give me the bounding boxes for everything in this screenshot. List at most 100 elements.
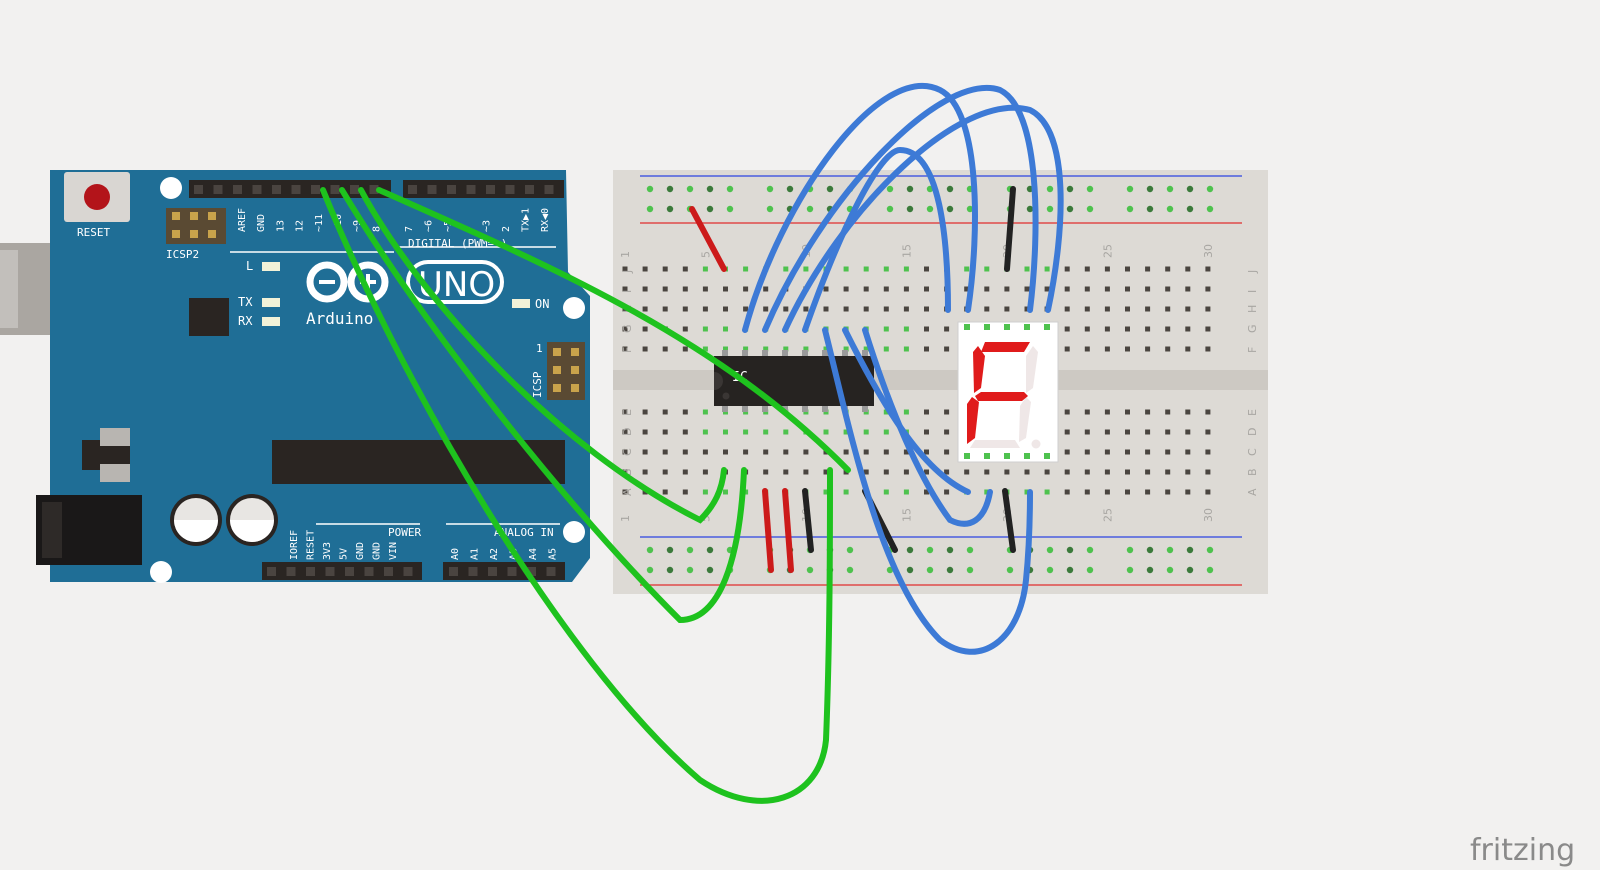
power-header (262, 562, 422, 580)
digital-pin-label: TX▶1 (520, 208, 531, 232)
capacitor (170, 494, 222, 546)
digital-pin-label: 8 (371, 226, 382, 232)
row-letter: H (1246, 305, 1259, 313)
row-letter: J (621, 270, 634, 274)
seven-segment-display: F (957, 321, 1059, 463)
power-label: POWER (388, 526, 421, 539)
segment-a (981, 342, 1030, 352)
icsp2-label: ICSP2 (166, 248, 199, 261)
black-jumper[interactable] (802, 488, 814, 553)
row-letter: C (1246, 448, 1259, 456)
row-letter: G (621, 324, 634, 333)
green-wire[interactable] (358, 187, 727, 524)
digital-pin-label: AREF (237, 208, 248, 232)
blue-wire[interactable] (822, 327, 1033, 655)
row-letter: F (1246, 347, 1259, 353)
atmega-chip (272, 440, 565, 484)
arduino-brand-text: Arduino (306, 309, 373, 328)
blue-wire[interactable] (742, 82, 978, 333)
icsp-header (547, 342, 585, 400)
led-rx-label: RX (238, 314, 253, 328)
reset-button-cap[interactable] (84, 184, 110, 210)
digital-pin-label: 13 (275, 220, 286, 232)
row-letter: E (1246, 409, 1259, 416)
column-number: 25 (1101, 508, 1114, 522)
reset-label: RESET (77, 226, 110, 239)
green-wire[interactable] (376, 187, 851, 473)
power-pin-label: RESET (306, 530, 317, 560)
short-jumpers (689, 186, 1016, 573)
power-pin-label: 3V3 (322, 542, 333, 560)
usb-connector-face (0, 250, 18, 328)
segment-f (973, 346, 985, 393)
column-number: 15 (900, 508, 913, 522)
digital-pin-label: GND (256, 214, 267, 232)
mounting-hole (563, 521, 585, 543)
analog-pin-label: A0 (450, 548, 461, 560)
column-number: 1 (619, 515, 632, 522)
capacitor (226, 494, 278, 546)
column-number: 1 (619, 251, 632, 258)
led-l-label: L (246, 259, 253, 273)
blue-wire[interactable] (762, 85, 1039, 333)
blue-wires (742, 82, 1064, 655)
analog-pin-label: A2 (489, 548, 500, 560)
digital-header-right (403, 180, 564, 198)
display-segments (967, 342, 1041, 449)
row-letter: J (1246, 270, 1259, 274)
column-number: 5 (699, 251, 712, 258)
led-tx-label: TX (238, 295, 253, 309)
red-jumper[interactable] (689, 206, 727, 272)
led-l (262, 262, 280, 271)
digital-pin-label: ~9 (352, 220, 363, 232)
column-number: 30 (1202, 244, 1215, 258)
icsp-pin1-label: 1 (536, 342, 543, 355)
green-wire[interactable] (339, 187, 747, 624)
column-number: 25 (1101, 244, 1114, 258)
column-number: 30 (1202, 508, 1215, 522)
green-wire[interactable] (320, 187, 833, 804)
power-pin-label: 5V (339, 548, 350, 560)
column-number: 15 (900, 244, 913, 258)
arduino-logo-icon (306, 261, 389, 303)
digital-pin-label: 7 (404, 226, 415, 232)
red-jumper[interactable] (782, 488, 794, 573)
digital-pin-label: 2 (501, 226, 512, 232)
segment-d (970, 440, 1020, 448)
usb-controller-chip (189, 298, 229, 336)
blue-wire[interactable] (802, 146, 951, 333)
digital-pin-label: ~5 (443, 220, 454, 232)
black-jumper[interactable] (1002, 488, 1016, 553)
row-letter: B (621, 468, 634, 476)
row-letter: F (621, 347, 634, 353)
analog-pin-label: A4 (528, 548, 539, 560)
mounting-hole (160, 177, 182, 199)
segment-c (1019, 397, 1031, 442)
green-wires (320, 187, 851, 804)
icsp-label: ICSP (531, 371, 544, 398)
digital-pin-label: ~6 (423, 220, 434, 232)
black-jumper[interactable] (1004, 186, 1016, 272)
blue-wire[interactable] (862, 327, 993, 527)
power-pin-label: IOREF (289, 530, 300, 560)
power-pin-label: GND (372, 542, 383, 560)
mounting-hole (150, 561, 172, 583)
red-jumper[interactable] (762, 488, 774, 573)
digital-pin-label: ~11 (314, 214, 325, 232)
led-on (512, 299, 530, 308)
digital-label: DIGITAL (PWM=~) (408, 237, 507, 250)
row-letter: A (1246, 488, 1259, 496)
shift-register-ic: IC (714, 350, 874, 412)
analog-pin-label: A5 (548, 548, 559, 560)
analog-pin-label: A1 (470, 548, 481, 560)
digital-pin-label: RX◀0 (540, 208, 551, 232)
row-letter: I (1246, 290, 1259, 293)
analog-in-label: ANALOG IN (494, 526, 554, 539)
row-letter: D (1246, 428, 1259, 436)
breadboard-center-channel (613, 370, 1268, 390)
row-letter: G (1246, 324, 1259, 333)
digital-pin-label: 12 (295, 220, 306, 232)
